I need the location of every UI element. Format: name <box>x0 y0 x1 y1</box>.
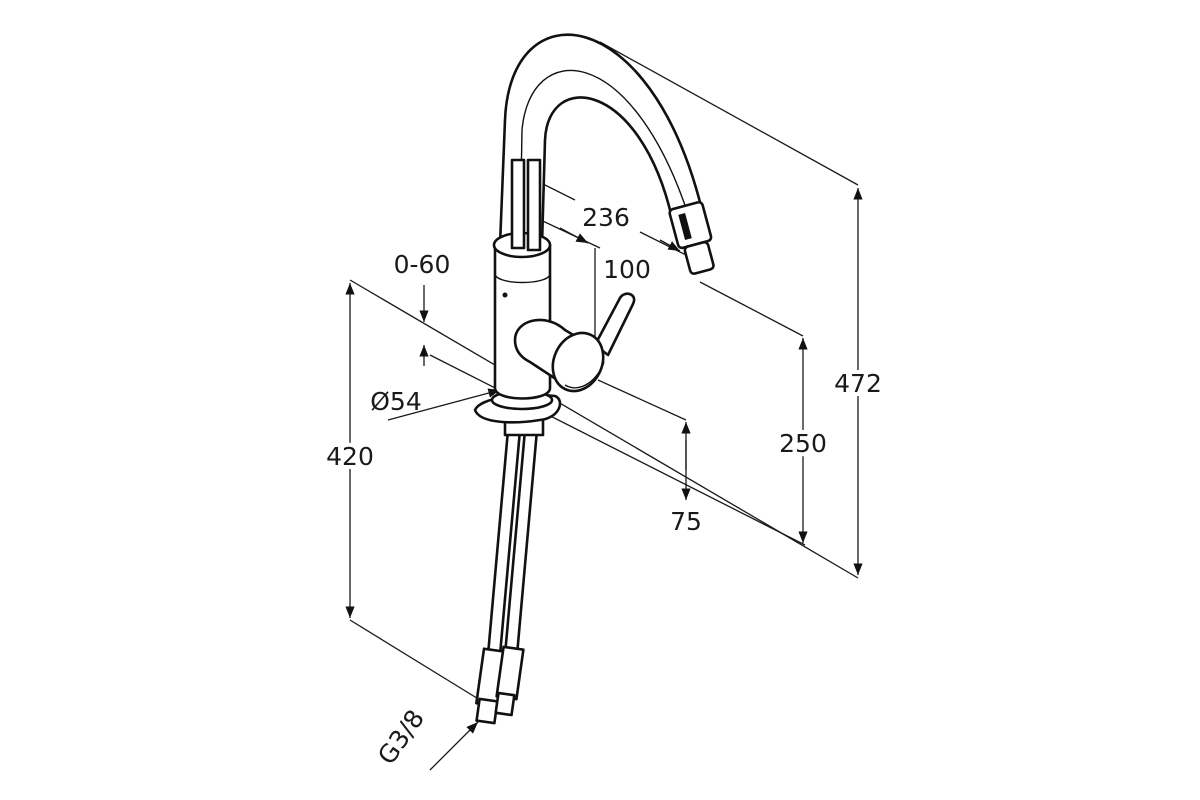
dim-0-60: 0-60 <box>394 250 451 279</box>
spray-nozzle <box>668 200 715 275</box>
dimension-arrows <box>345 188 863 771</box>
dim-250: 250 <box>779 429 827 458</box>
dim-g3-8: G3/8 <box>372 704 430 769</box>
dim-472: 472 <box>834 369 882 398</box>
dim-diameter-54: Ø54 <box>370 387 422 416</box>
extension-lines <box>349 41 859 701</box>
dim-236: 236 <box>582 203 630 232</box>
dim-100: 100 <box>603 255 651 284</box>
dim-75: 75 <box>670 507 702 536</box>
dim-420: 420 <box>326 442 374 471</box>
faucet-drawing <box>473 33 715 725</box>
hose-fittings <box>475 645 525 725</box>
